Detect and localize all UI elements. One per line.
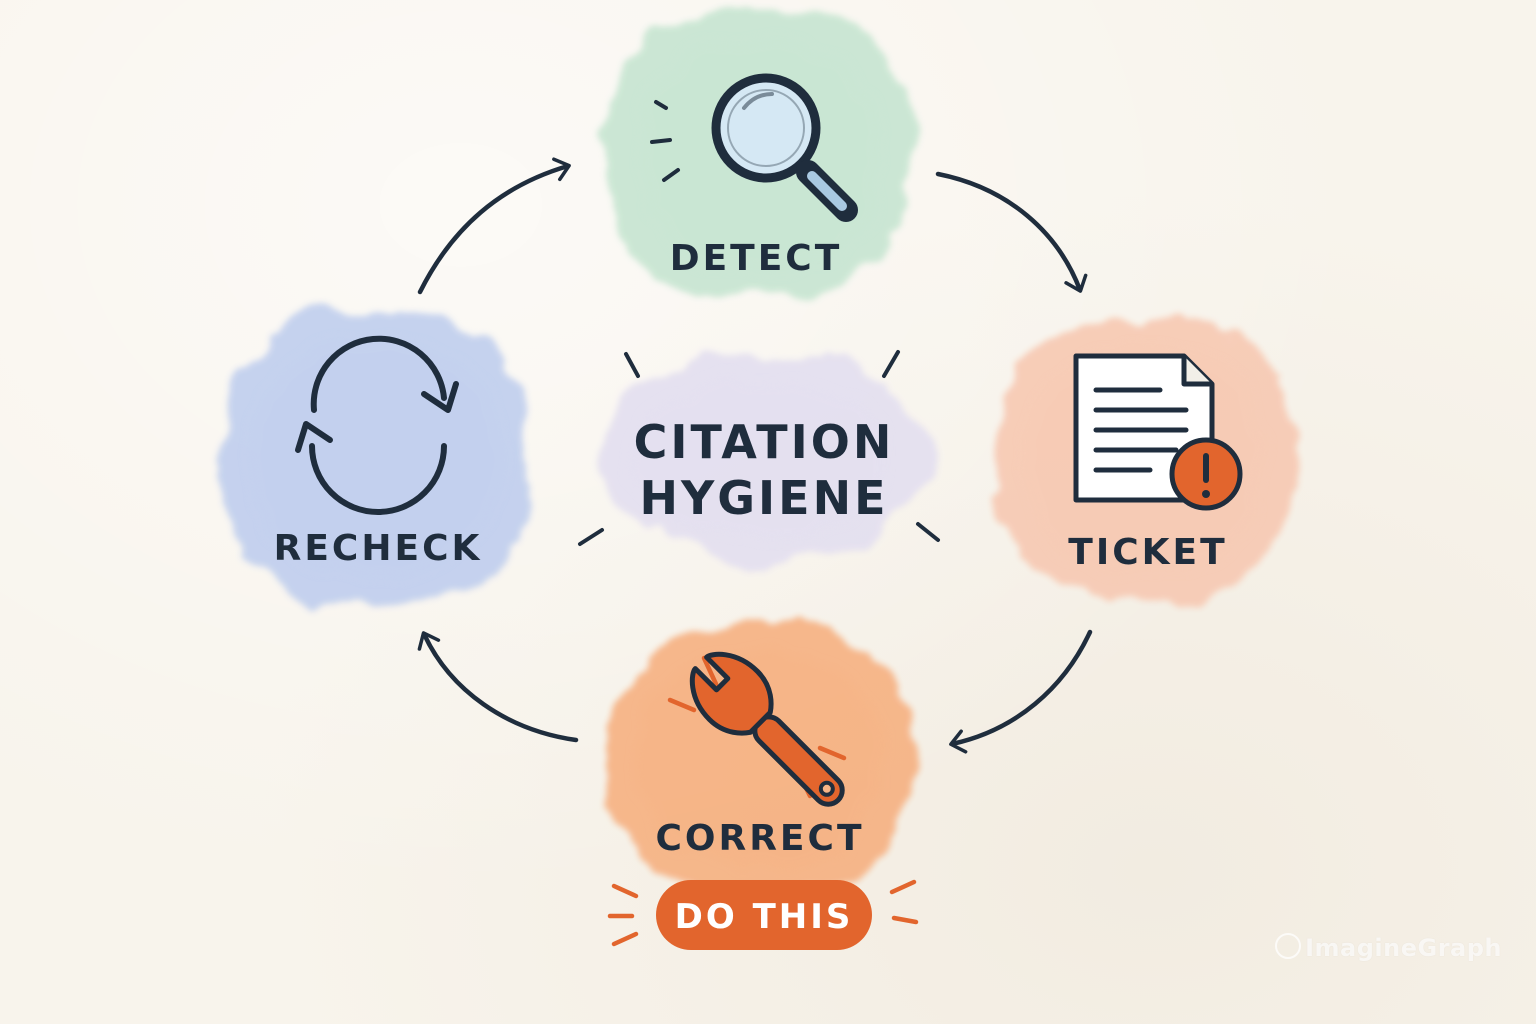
do-this-badge[interactable]: DO THIS [607,879,919,950]
arrow-detect-to-ticket [935,171,1088,293]
arrow-recheck-to-detect [417,157,571,295]
refresh-cycle-icon [295,335,459,515]
arrow-correct-to-recheck [417,631,579,743]
document-alert-icon [1073,353,1243,511]
center-title-line2: HYGIENE [639,471,888,525]
correct-label: CORRECT [655,818,864,859]
arrow-ticket-to-correct [949,629,1093,754]
detect-label: DETECT [670,238,843,279]
watermark-text: ImagineGraph [1305,934,1502,962]
watermark: ImagineGraph [1275,933,1502,962]
center-title-line1: CITATION [634,415,895,469]
brain-logo-icon [1275,933,1302,959]
wrench-icon [667,651,847,807]
do-this-label[interactable]: DO THIS [675,897,854,937]
center-wash [598,354,930,562]
do-this-pill[interactable] [656,880,872,950]
center-rays [578,350,940,546]
recheck-label: RECHECK [274,528,483,569]
magnifier-icon [650,73,858,222]
ticket-label: TICKET [1068,532,1227,573]
